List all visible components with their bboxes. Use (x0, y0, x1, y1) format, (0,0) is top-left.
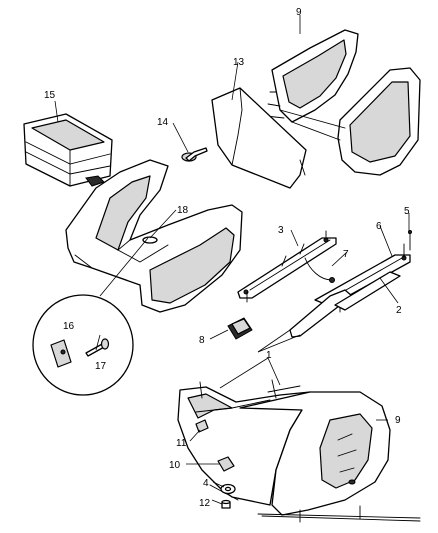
part-10-nut (217, 456, 235, 472)
part-7-cable (304, 257, 335, 283)
callout-4: 4 (203, 478, 209, 489)
callout-9-bottom: 9 (395, 415, 401, 426)
callout-13: 13 (233, 57, 245, 68)
callout-1: 1 (266, 350, 272, 361)
callout-6: 6 (376, 221, 382, 232)
callout-2: 2 (396, 305, 402, 316)
console-lower-assembly (177, 379, 421, 523)
callout-labels: 9 13 15 14 18 3 6 5 7 2 8 1 16 17 9 11 1… (44, 7, 410, 509)
callout-17: 17 (95, 361, 107, 372)
part-12-bolt (221, 499, 231, 509)
callout-16: 16 (63, 321, 75, 332)
callout-15: 15 (44, 90, 56, 101)
part-11-nut (195, 419, 209, 433)
callout-11: 11 (176, 438, 187, 449)
callout-7: 7 (343, 249, 349, 260)
part-2-lower-bracket (289, 271, 401, 338)
callout-9-top: 9 (296, 7, 302, 18)
part-14-push-fastener (181, 147, 208, 162)
part-9-upper-seat-back (265, 29, 421, 176)
detail-circle-16-17 (32, 294, 134, 396)
callout-3: 3 (278, 225, 284, 236)
callout-8: 8 (199, 335, 205, 346)
callout-14: 14 (157, 117, 169, 128)
part-8-clip (227, 317, 253, 340)
callout-12: 12 (199, 498, 211, 509)
callout-18: 18 (177, 205, 189, 216)
leader-lines (54, 15, 410, 505)
part-13-curved-panel (211, 87, 307, 189)
part-4-washer (220, 483, 236, 495)
callout-10: 10 (169, 460, 181, 471)
console-housing-upper (65, 159, 243, 313)
part-15-storage-tray (23, 113, 113, 187)
part-3-mounting-bracket (237, 230, 337, 303)
callout-5: 5 (404, 206, 410, 217)
